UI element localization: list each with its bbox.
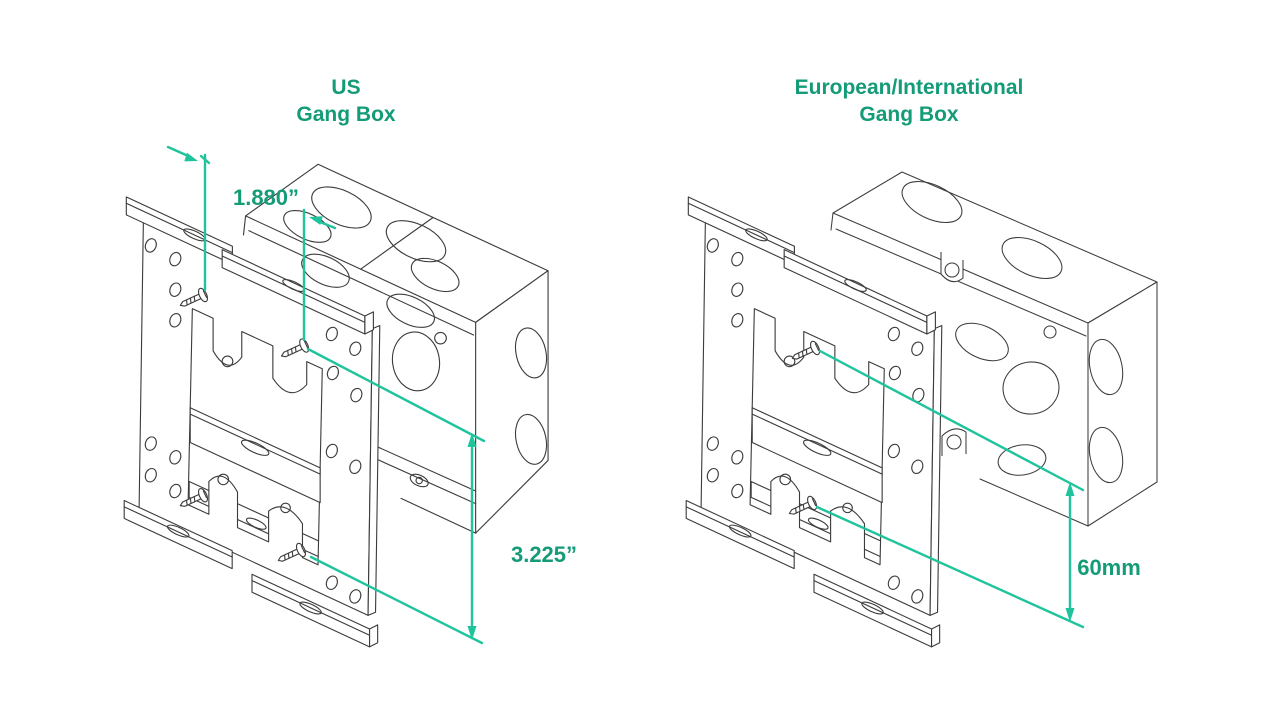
- eu-mounting-plate: [685, 196, 943, 648]
- eu-gang-box-drawing: [830, 171, 1158, 527]
- us-title-line2: Gang Box: [296, 103, 396, 126]
- eu-title-line2: Gang Box: [859, 103, 959, 126]
- us-figure-title: US Gang Box: [196, 74, 496, 128]
- us-gang-box-drawing: [242, 163, 549, 534]
- european-gang-box-diagram: 60mm: [685, 171, 1158, 648]
- dimension-label-vertical: 60mm: [1077, 555, 1141, 580]
- us-gang-box-diagram: 1.880” 3.225”: [123, 145, 577, 648]
- dimension-label-horizontal: 1.880”: [233, 185, 299, 210]
- us-dimension-annotations: 1.880” 3.225”: [166, 145, 577, 645]
- eu-title-line1: European/International: [794, 76, 1024, 99]
- us-title-line1: US: [331, 76, 361, 99]
- eu-dimension-annotations: 60mm: [815, 349, 1141, 629]
- eu-figure-title: European/International Gang Box: [759, 74, 1059, 128]
- dimension-label-vertical: 3.225”: [511, 542, 577, 567]
